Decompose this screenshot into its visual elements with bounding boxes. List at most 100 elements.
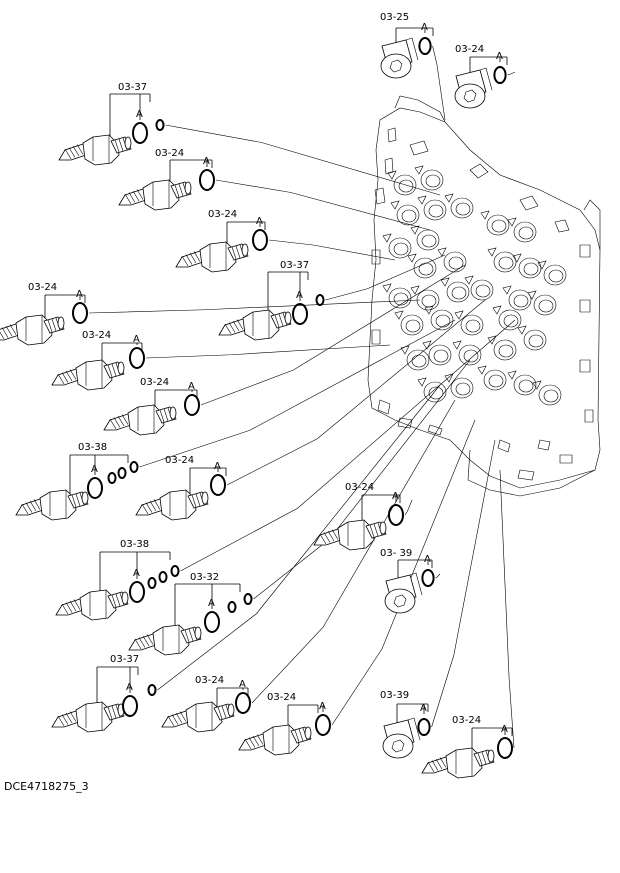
control-valve-block [367, 95, 601, 497]
leader-line [507, 71, 516, 76]
o-ring [418, 37, 432, 55]
valve-port [487, 335, 517, 361]
backup-ring [147, 577, 157, 589]
leader-line [404, 499, 413, 516]
seal-kit-letter: A [76, 289, 83, 300]
valve-port [492, 305, 522, 331]
o-ring [204, 611, 220, 633]
seal-kit-letter: A [133, 334, 140, 345]
part-number-label: 03-37 [280, 260, 309, 271]
valve-port [394, 310, 424, 336]
valve-port [537, 260, 567, 286]
valve-port [390, 200, 420, 226]
o-ring [417, 718, 431, 736]
part-callout-p6: 03-37A [218, 260, 325, 341]
fitting-body [238, 724, 312, 756]
seal-kit-letter: A [91, 464, 98, 475]
part-callout-p4: 03-24A [118, 148, 215, 211]
backup-ring [129, 461, 139, 473]
seal-kit-letter: A [296, 290, 303, 301]
valve-port [480, 210, 510, 236]
part-number-label: 03-24 [452, 715, 481, 726]
leader-line [432, 45, 446, 121]
leader-line [139, 319, 456, 468]
valve-port [444, 193, 474, 219]
fitting-body [161, 701, 235, 733]
part-number-label: 03-24 [195, 675, 224, 686]
leader-line [431, 439, 496, 728]
part-number-label: 03-37 [118, 82, 147, 93]
backup-ring [147, 684, 157, 696]
part-number-label: 03-38 [120, 539, 149, 550]
part-number-label: 03-24 [155, 148, 184, 159]
leader-line [145, 344, 391, 359]
backup-ring [117, 467, 127, 479]
seal-kit-letter: A [133, 568, 140, 579]
part-callout-p1: 03-25A [380, 12, 434, 79]
fitting-body [421, 747, 495, 779]
o-ring [132, 122, 148, 144]
part-number-label: 03- 39 [380, 548, 412, 559]
seal-kit-letter: A [136, 109, 143, 120]
part-number-label: 03-24 [28, 282, 57, 293]
callout-bracket [189, 467, 227, 498]
o-ring [493, 66, 507, 84]
leader-line [215, 179, 431, 231]
valve-port [424, 305, 454, 331]
valve-port [382, 233, 412, 259]
leader-line [251, 399, 456, 704]
seal-kit-letter: A [239, 679, 246, 690]
o-ring [129, 347, 145, 369]
o-ring [292, 303, 308, 325]
part-number-label: 03-24 [165, 455, 194, 466]
seal-kit-letter: A [496, 51, 503, 62]
valve-port [417, 195, 447, 221]
part-callout-p3: 03-37A [58, 82, 165, 166]
fitting-body [118, 179, 192, 211]
valve-port [410, 225, 440, 251]
seal-kit-letter: A [501, 724, 508, 735]
fitting-body [313, 519, 387, 551]
part-callout-p2: 03-24A [454, 44, 508, 109]
backup-ring [227, 601, 237, 613]
fitting-body [135, 489, 209, 521]
valve-port [414, 165, 444, 191]
valve-port [464, 275, 494, 301]
callout-bracket [109, 93, 151, 143]
o-ring [129, 581, 145, 603]
part-callout-p17: 03-24 A [161, 675, 251, 733]
leader-line [165, 124, 441, 196]
backup-ring [158, 571, 168, 583]
valve-port [452, 340, 482, 366]
backup-ring [170, 565, 180, 577]
valve-port [417, 377, 447, 403]
part-callout-p5: 03-24A [175, 209, 268, 273]
valve-port [387, 170, 417, 196]
o-ring [315, 714, 331, 736]
fitting-body [175, 241, 249, 273]
fitting-body [51, 701, 125, 733]
leader-line [331, 419, 476, 726]
seal-kit-letter: A [424, 554, 431, 565]
valve-port [382, 283, 412, 309]
part-number-label: 03-24 [140, 377, 169, 388]
valve-port [477, 365, 507, 391]
seal-kit-letter: A [126, 682, 133, 693]
valve-port [440, 277, 470, 303]
leader-line [499, 469, 515, 749]
valve-port [454, 310, 484, 336]
seal-kit-letter: A [319, 701, 326, 712]
o-ring [388, 504, 404, 526]
valve-port [407, 253, 437, 279]
valve-port [507, 217, 537, 243]
valve-port [512, 253, 542, 279]
callout-bracket [174, 583, 241, 633]
part-number-label: 03-24 [208, 209, 237, 220]
part-number-label: 03-38 [78, 442, 107, 453]
plug-body [380, 37, 419, 79]
fitting-body [0, 314, 65, 346]
leader-line [88, 299, 421, 314]
part-callout-p13: 03- 39 A [380, 548, 435, 614]
